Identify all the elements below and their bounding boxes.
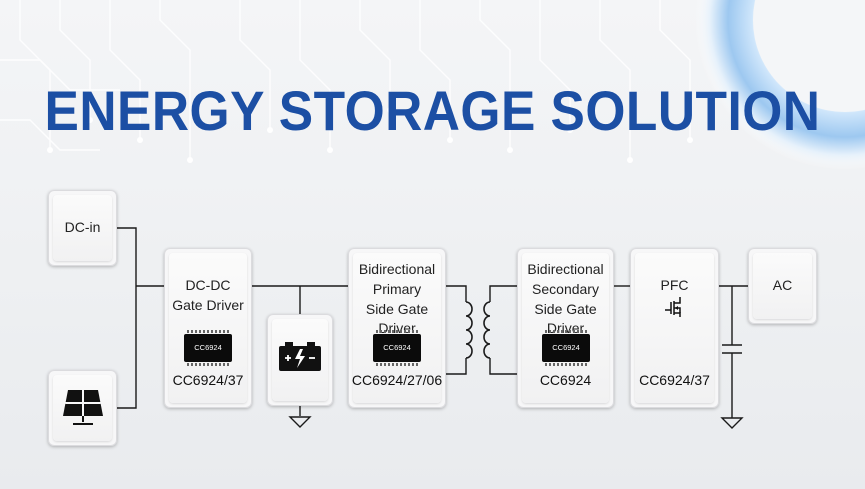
capacitor-icon [722,344,742,354]
battery-icon [279,342,321,371]
solar-panel-block [48,370,117,446]
gate-driver-chip: CC6924 [184,330,232,366]
dc-in-block: DC-in [48,190,117,266]
pfc-label: PFC [660,277,689,293]
dc-dc-gate-driver-block: DC-DC Gate Driver CC6924 CC6924/37 [164,248,252,408]
pfc-part-number: CC6924/37 [639,372,710,388]
battery-block [267,314,333,406]
dc-in-label: DC-in [64,219,101,235]
page-title: ENERGY STORAGE SOLUTION [44,79,821,142]
primary-label-line2: Primary [372,281,422,297]
transformer-icon [465,301,491,359]
ac-block: AC [748,248,817,324]
gate-driver-chip: CC6924 [542,330,590,366]
primary-label-line1: Bidirectional [358,261,436,277]
gate-driver-chip: CC6924 [373,330,421,366]
secondary-part-number: CC6924 [539,372,592,388]
dcdc-part-number: CC6924/37 [172,372,244,388]
pfc-block: PFC CC6924/37 [630,248,719,408]
primary-part-number: CC6924/27/06 [351,372,443,388]
ground-icon [720,417,744,429]
primary-side-gate-driver-block: Bidirectional Primary Side Gate Driver C… [348,248,446,408]
secondary-side-gate-driver-block: Bidirectional Secondary Side Gate Driver… [517,248,614,408]
secondary-label-line1: Bidirectional [527,261,604,277]
mosfet-icon [665,297,681,317]
solar-panel-icon [63,390,103,425]
dcdc-label-line1: DC-DC [185,277,231,293]
ground-icon [288,416,312,428]
secondary-label-line2: Secondary [532,281,599,297]
ac-label: AC [772,277,793,293]
dcdc-label-line2: Gate Driver [172,297,244,313]
